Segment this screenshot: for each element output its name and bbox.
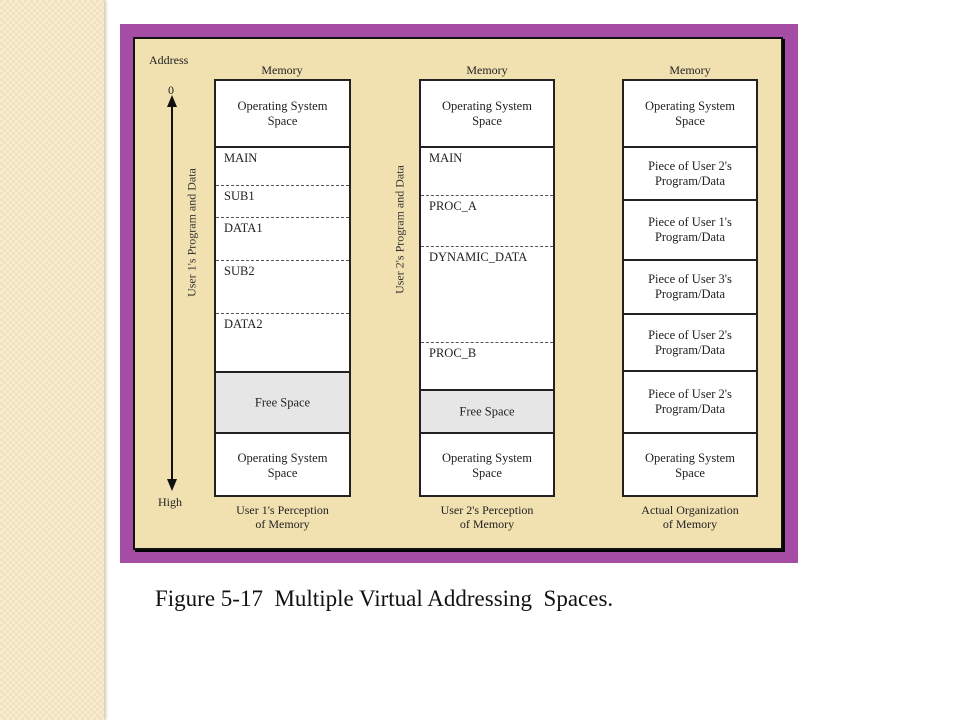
memory-segment-label: Piece of User 2's Program/Data [648, 158, 732, 188]
col3-footer-line1: Actual Organization [641, 503, 739, 517]
col2-footer-line2: of Memory [459, 517, 515, 531]
memory-segment: MAIN [421, 146, 553, 195]
memory-segment: Operating System Space [624, 432, 756, 497]
memory-segment: Operating System Space [421, 81, 553, 146]
memory-segment-label: Operating System Space [645, 450, 735, 480]
col1-side-label: User 1's Program and Data [184, 168, 199, 297]
memory-segment: Operating System Space [624, 81, 756, 146]
col1-footer: User 1's Perception of Memory [214, 503, 351, 531]
memory-segment: Free Space [421, 389, 553, 432]
memory-segment: Piece of User 2's Program/Data [624, 146, 756, 199]
col1-footer-line2: of Memory [255, 517, 310, 531]
memory-segment: Piece of User 2's Program/Data [624, 313, 756, 370]
memory-segment-label: Piece of User 1's Program/Data [648, 215, 732, 244]
memory-segment-label: PROC_A [429, 199, 477, 213]
axis-title: Address [149, 53, 189, 67]
address-arrow-icon [167, 95, 177, 491]
axis-bottom-label: High [158, 495, 182, 509]
memory-segment: MAIN [216, 146, 349, 185]
memory-segment-label: Free Space [254, 395, 311, 409]
memory-segment-label: Operating System Space [237, 98, 328, 128]
memory-segment: SUB1 [216, 185, 349, 217]
memory-segment-label: Operating System Space [237, 450, 328, 480]
col3-footer: Actual Organization of Memory [612, 503, 768, 531]
memory-segment-label: Piece of User 2's Program/Data [648, 327, 732, 357]
memory-segment-label: MAIN [224, 151, 258, 165]
memory-segment: Piece of User 1's Program/Data [624, 199, 756, 259]
col2-footer-line1: User 2's Perception [440, 503, 534, 517]
memory-segment-label: Free Space [459, 404, 515, 418]
memory-segment-label: MAIN [429, 151, 463, 165]
figure-caption: Figure 5-17 Multiple Virtual Addressing … [155, 586, 614, 611]
memory-segment-label: SUB2 [224, 264, 255, 278]
col1-header: Memory [261, 63, 303, 77]
memory-segment: Operating System Space [216, 81, 349, 146]
memory-segment-label: DATA2 [224, 317, 263, 331]
col3-footer-line2: of Memory [662, 517, 718, 531]
col2-side-label: User 2's Program and Data [392, 165, 407, 294]
memory-segment: PROC_B [421, 342, 553, 389]
col3-header: Memory [669, 63, 711, 77]
memory-segment: Piece of User 2's Program/Data [624, 370, 756, 432]
memory-segment: Piece of User 3's Program/Data [624, 259, 756, 313]
memory-segment-label: DYNAMIC_DATA [429, 250, 528, 264]
memory-segment: Free Space [216, 371, 349, 432]
memory-segment: PROC_A [421, 195, 553, 246]
memory-segment-label: Operating System Space [442, 450, 532, 480]
figure-frame: Address 0 High Memory User 1's Program a… [120, 24, 798, 563]
figure-panel: Address 0 High Memory User 1's Program a… [133, 37, 783, 550]
memory-segment: Operating System Space [421, 432, 553, 497]
memory-segment-label: Operating System Space [442, 98, 532, 128]
memory-segment-label: DATA1 [224, 221, 263, 235]
memory-segment-label: SUB1 [224, 189, 255, 203]
memory-segment: SUB2 [216, 260, 349, 313]
memory-segment: DYNAMIC_DATA [421, 246, 553, 342]
memory-segment: DATA1 [216, 217, 349, 260]
memory-segment: Operating System Space [216, 432, 349, 497]
decorative-sidebar [0, 0, 104, 720]
memory-segment-label: Piece of User 2's Program/Data [648, 387, 732, 416]
memory-segment-label: Piece of User 3's Program/Data [648, 272, 732, 301]
memory-segment: DATA2 [216, 313, 349, 371]
memory-segment-label: Operating System Space [645, 98, 735, 128]
col2-header: Memory [466, 63, 508, 77]
col1-footer-line1: User 1's Perception [236, 503, 329, 517]
axis-top-label: 0 [168, 83, 174, 97]
col2-footer: User 2's Perception of Memory [419, 503, 555, 531]
memory-segment-label: PROC_B [429, 346, 477, 360]
